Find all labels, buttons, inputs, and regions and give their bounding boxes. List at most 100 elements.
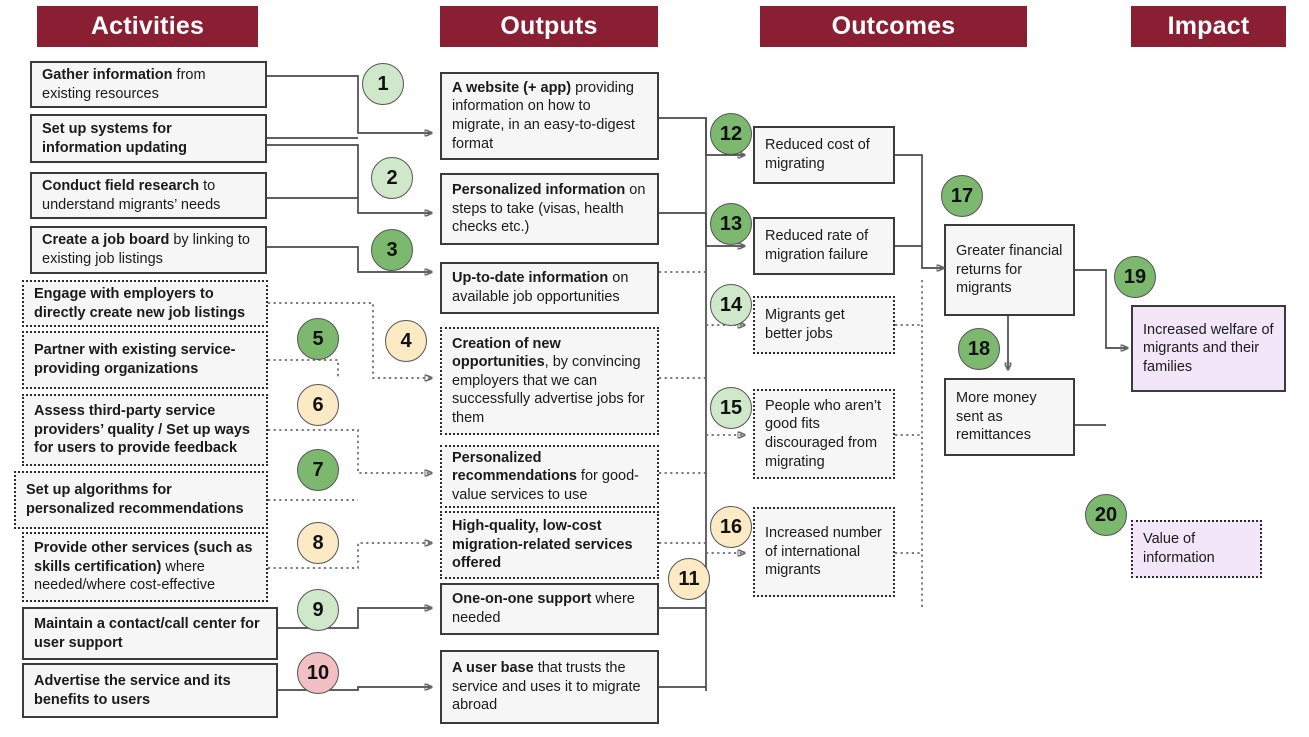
marker-15[interactable]: 15 <box>710 387 752 429</box>
marker-16[interactable]: 16 <box>710 506 752 548</box>
activity-8-text: Set up algorithms for personalized recom… <box>26 482 244 517</box>
impact-box-1[interactable]: Increased welfare of migrants and their … <box>1131 305 1286 392</box>
activity-11-text: Advertise the service and its benefits t… <box>34 672 231 708</box>
activity-2-text: Set up systems for information updating <box>42 120 187 156</box>
output-8-text: A user base that trusts the service and … <box>452 660 641 714</box>
activity-10-text: Maintain a contact/call center for user … <box>34 615 260 651</box>
marker-20-label: 20 <box>1094 503 1118 526</box>
marker-19[interactable]: 19 <box>1114 256 1156 298</box>
marker-20[interactable]: 20 <box>1085 494 1127 536</box>
output-box-8[interactable]: A user base that trusts the service and … <box>440 650 659 724</box>
activity-box-9[interactable]: Provide other services (such as skills c… <box>22 532 268 602</box>
marker-3-label: 3 <box>386 238 398 261</box>
output-1-text: A website (+ app) providing information … <box>452 79 635 152</box>
marker-15-label: 15 <box>719 396 743 419</box>
impact-1-text: Increased welfare of migrants and their … <box>1143 321 1274 375</box>
outcome-box-2[interactable]: Reduced rate of migration failure <box>753 217 895 275</box>
activity-box-6[interactable]: Partner with existing service-providing … <box>22 331 268 389</box>
marker-14-label: 14 <box>719 293 743 316</box>
output-6-text: High-quality, low-cost migration-related… <box>452 518 633 572</box>
marker-2-label: 2 <box>386 166 398 189</box>
marker-10[interactable]: 10 <box>297 652 339 694</box>
marker-11[interactable]: 11 <box>668 558 710 600</box>
marker-7-label: 7 <box>312 458 324 481</box>
output-4-text: Creation of new opportunities, by convin… <box>452 335 645 426</box>
output-7-text: One-on-one support where needed <box>452 591 635 626</box>
output-3-text: Up-to-date information on available job … <box>452 270 629 305</box>
outcome-box-5[interactable]: Increased number of international migran… <box>753 507 895 597</box>
marker-16-label: 16 <box>719 515 743 538</box>
marker-14[interactable]: 14 <box>710 284 752 326</box>
activity-4-text: Create a job board by linking to existin… <box>42 232 250 267</box>
marker-2[interactable]: 2 <box>371 157 413 199</box>
outcome-7-text: More money sent as remittances <box>956 390 1037 444</box>
column-header-outputs-label: Outputs <box>500 12 598 40</box>
marker-13-label: 13 <box>719 212 743 235</box>
activity-3-text: Conduct field research to understand mig… <box>42 177 221 213</box>
outcome-box-7[interactable]: More money sent as remittances <box>944 378 1075 456</box>
marker-11-label: 11 <box>678 567 700 590</box>
activity-box-5[interactable]: Engage with employers to directly create… <box>22 280 268 327</box>
impact-2-text: Value of information <box>1143 531 1215 566</box>
marker-9-label: 9 <box>312 598 324 621</box>
marker-4[interactable]: 4 <box>385 320 427 362</box>
output-5-text: Personalized recommendations for good-va… <box>452 449 639 503</box>
marker-3[interactable]: 3 <box>371 229 413 271</box>
outcome-box-1[interactable]: Reduced cost of migrating <box>753 126 895 184</box>
column-header-activities-label: Activities <box>90 12 205 40</box>
column-header-outputs: Outputs <box>440 6 658 47</box>
marker-6[interactable]: 6 <box>297 384 339 426</box>
outcome-4-text: People who aren’t good fits discouraged … <box>765 397 882 470</box>
output-2-text: Personalized information on steps to tak… <box>452 182 646 236</box>
column-header-outcomes-label: Outcomes <box>831 12 956 40</box>
marker-7[interactable]: 7 <box>297 449 339 491</box>
marker-5[interactable]: 5 <box>297 318 339 360</box>
column-header-outcomes: Outcomes <box>760 6 1027 47</box>
activity-box-2[interactable]: Set up systems for information updating <box>30 114 267 163</box>
outcome-2-text: Reduced rate of migration failure <box>765 228 869 263</box>
outcome-6-text: Greater financial returns for migrants <box>956 243 1063 297</box>
output-box-1[interactable]: A website (+ app) providing information … <box>440 72 659 160</box>
marker-12-label: 12 <box>719 122 743 145</box>
activity-box-11[interactable]: Advertise the service and its benefits t… <box>22 663 278 718</box>
outcome-box-4[interactable]: People who aren’t good fits discouraged … <box>753 389 895 479</box>
marker-12[interactable]: 12 <box>710 113 752 155</box>
outcome-box-6[interactable]: Greater financial returns for migrants <box>944 224 1075 316</box>
activity-5-text: Engage with employers to directly create… <box>34 285 246 321</box>
marker-13[interactable]: 13 <box>710 203 752 245</box>
activity-box-7[interactable]: Assess third-party service providers’ qu… <box>22 394 268 466</box>
column-header-activities: Activities <box>37 6 258 47</box>
marker-19-label: 19 <box>1123 265 1147 288</box>
output-box-4[interactable]: Creation of new opportunities, by convin… <box>440 327 659 435</box>
output-box-7[interactable]: One-on-one support where needed <box>440 583 659 635</box>
activity-9-text: Provide other services (such as skills c… <box>34 540 253 594</box>
output-box-5[interactable]: Personalized recommendations for good-va… <box>440 445 659 508</box>
marker-17[interactable]: 17 <box>941 175 983 217</box>
activity-box-4[interactable]: Create a job board by linking to existin… <box>30 226 267 274</box>
activity-box-10[interactable]: Maintain a contact/call center for user … <box>22 607 278 660</box>
marker-5-label: 5 <box>312 327 324 350</box>
outcome-5-text: Increased number of international migran… <box>765 525 882 579</box>
marker-18-label: 18 <box>967 337 991 360</box>
activity-6-text: Partner with existing service-providing … <box>34 342 236 377</box>
activity-box-8[interactable]: Set up algorithms for personalized recom… <box>14 471 268 529</box>
marker-8-label: 8 <box>312 531 324 554</box>
marker-18[interactable]: 18 <box>958 328 1000 370</box>
marker-17-label: 17 <box>950 184 974 207</box>
marker-1[interactable]: 1 <box>362 63 404 105</box>
activity-box-3[interactable]: Conduct field research to understand mig… <box>30 172 267 219</box>
output-box-3[interactable]: Up-to-date information on available job … <box>440 262 659 314</box>
marker-9[interactable]: 9 <box>297 589 339 631</box>
marker-8[interactable]: 8 <box>297 522 339 564</box>
marker-6-label: 6 <box>312 393 324 416</box>
activity-1-text: Gather information from existing resourc… <box>42 66 206 102</box>
output-box-6[interactable]: High-quality, low-cost migration-related… <box>440 511 659 579</box>
impact-box-2[interactable]: Value of information <box>1131 520 1262 578</box>
outcome-1-text: Reduced cost of migrating <box>765 137 870 172</box>
outcome-box-3[interactable]: Migrants get better jobs <box>753 296 895 354</box>
activity-box-1[interactable]: Gather information from existing resourc… <box>30 61 267 108</box>
marker-10-label: 10 <box>306 661 330 684</box>
output-box-2[interactable]: Personalized information on steps to tak… <box>440 173 659 245</box>
